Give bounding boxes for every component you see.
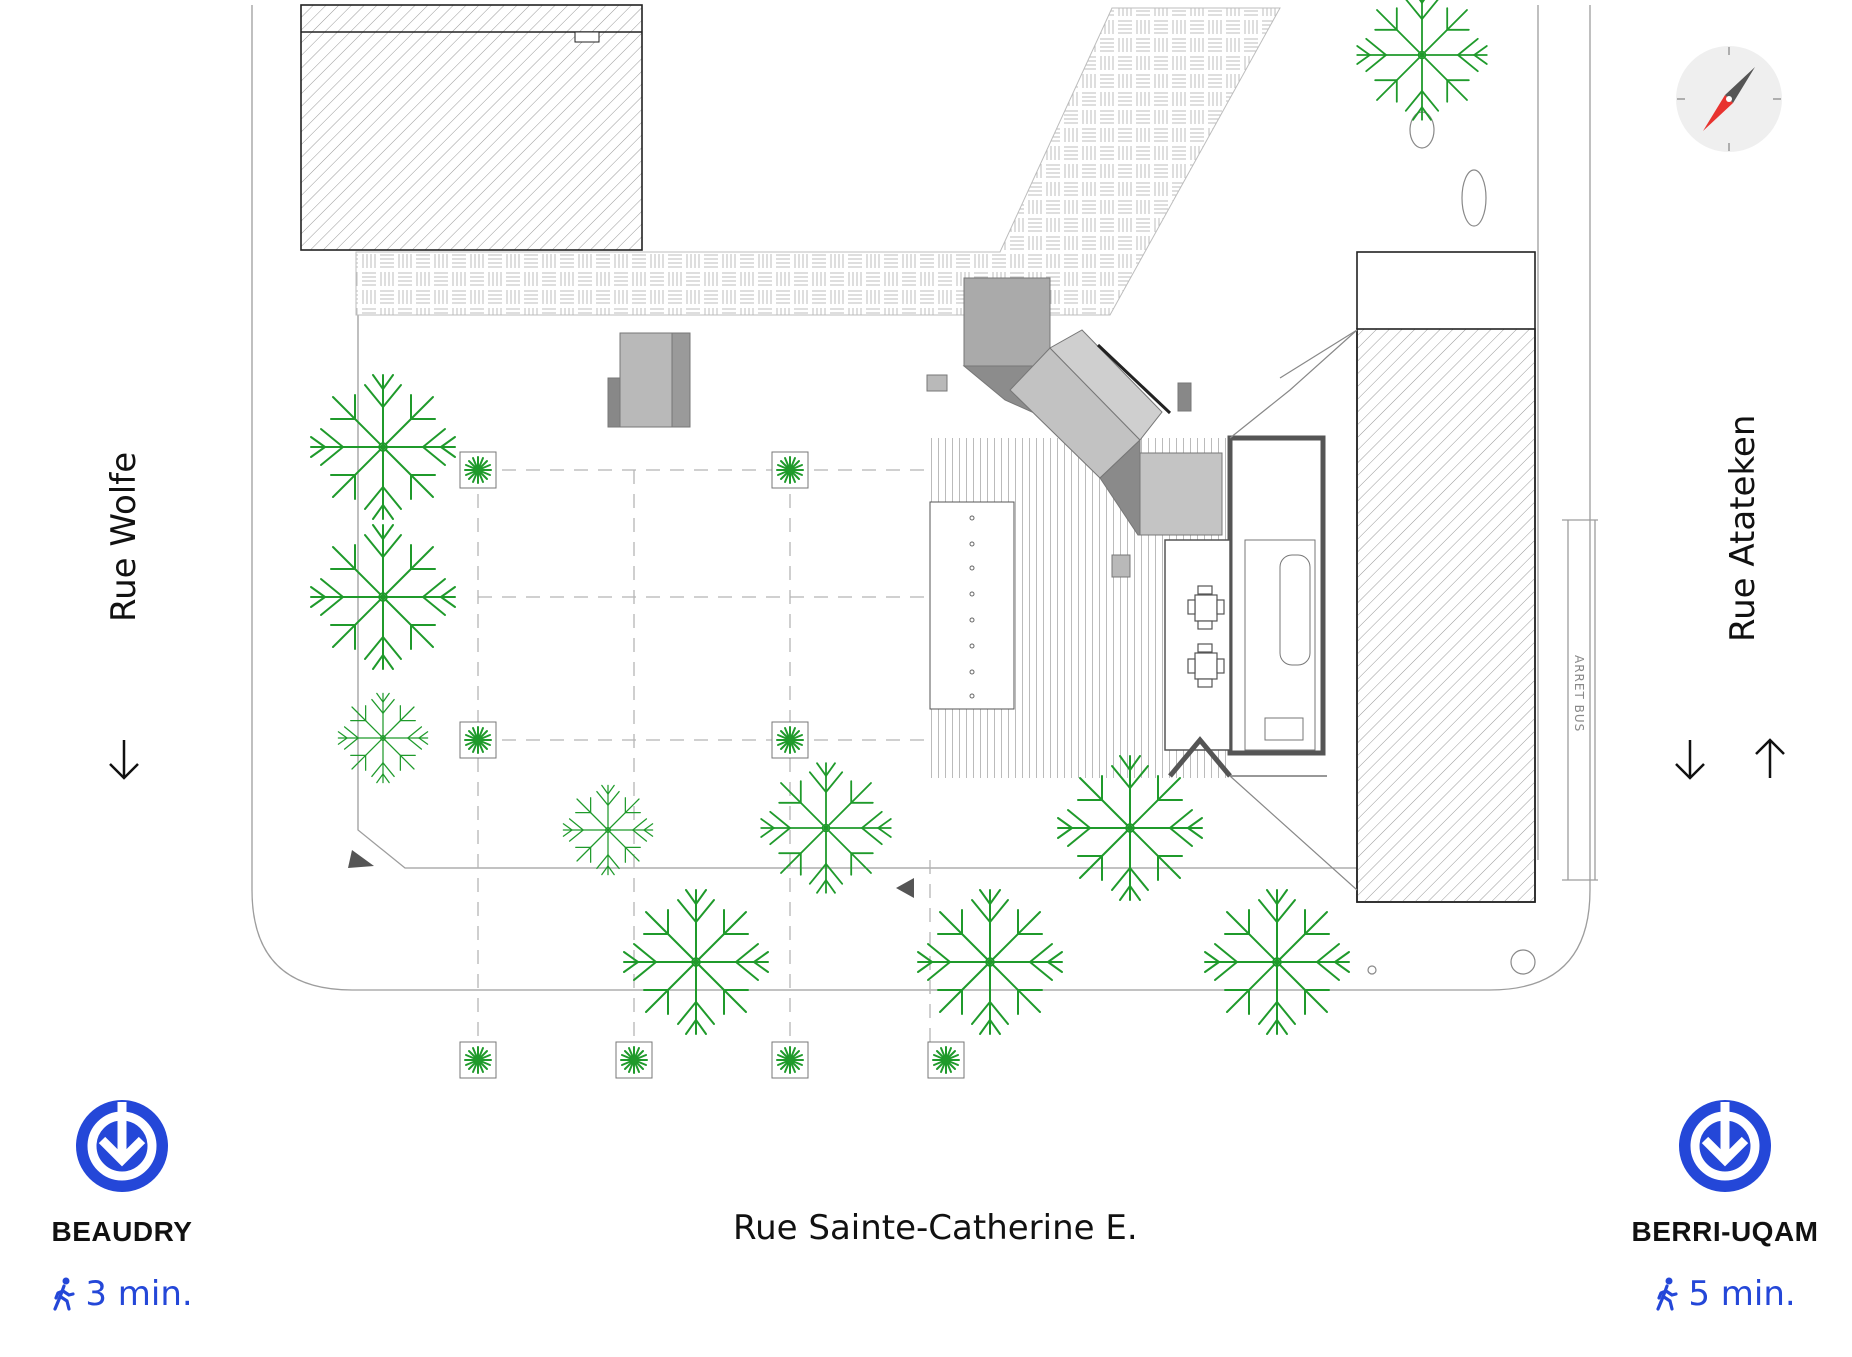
station-name: BERRI-UQAM xyxy=(1631,1216,1819,1247)
walk-time-text: 3 min. xyxy=(85,1274,193,1314)
compass-icon xyxy=(1676,46,1782,152)
arrow-down-icon xyxy=(1675,740,1705,780)
walk-time-text: 5 min. xyxy=(1688,1274,1796,1314)
street-label-wolfe: Rue Wolfe xyxy=(104,451,144,622)
station-name: BEAUDRY xyxy=(51,1216,193,1247)
walk-time: 3 min. xyxy=(2,1274,242,1314)
street-label-atateken: Rue Atateken xyxy=(1723,414,1763,642)
metro-icon xyxy=(76,1100,168,1192)
bus-stop-label: ARRET BUS xyxy=(1572,655,1586,732)
paved-plaza xyxy=(355,7,1281,316)
planters xyxy=(459,451,965,1079)
station-beaudry: BEAUDRY 3 min. xyxy=(2,1098,242,1314)
picnic-table xyxy=(929,501,1015,710)
street-label-sainte-catherine: Rue Sainte-Catherine E. xyxy=(733,1208,1138,1248)
pedestrian-icon xyxy=(1656,1277,1678,1311)
pedestrian-icon xyxy=(53,1277,75,1311)
walk-time: 5 min. xyxy=(1605,1274,1845,1314)
metro-icon xyxy=(1679,1100,1771,1192)
arrow-up-icon xyxy=(1755,738,1785,778)
arrow-down-icon xyxy=(109,740,139,780)
marker-triangle xyxy=(896,878,914,898)
station-berri-uqam: BERRI-UQAM 5 min. xyxy=(1605,1098,1845,1314)
building-north-west xyxy=(300,4,643,251)
marker-triangle xyxy=(348,850,374,868)
